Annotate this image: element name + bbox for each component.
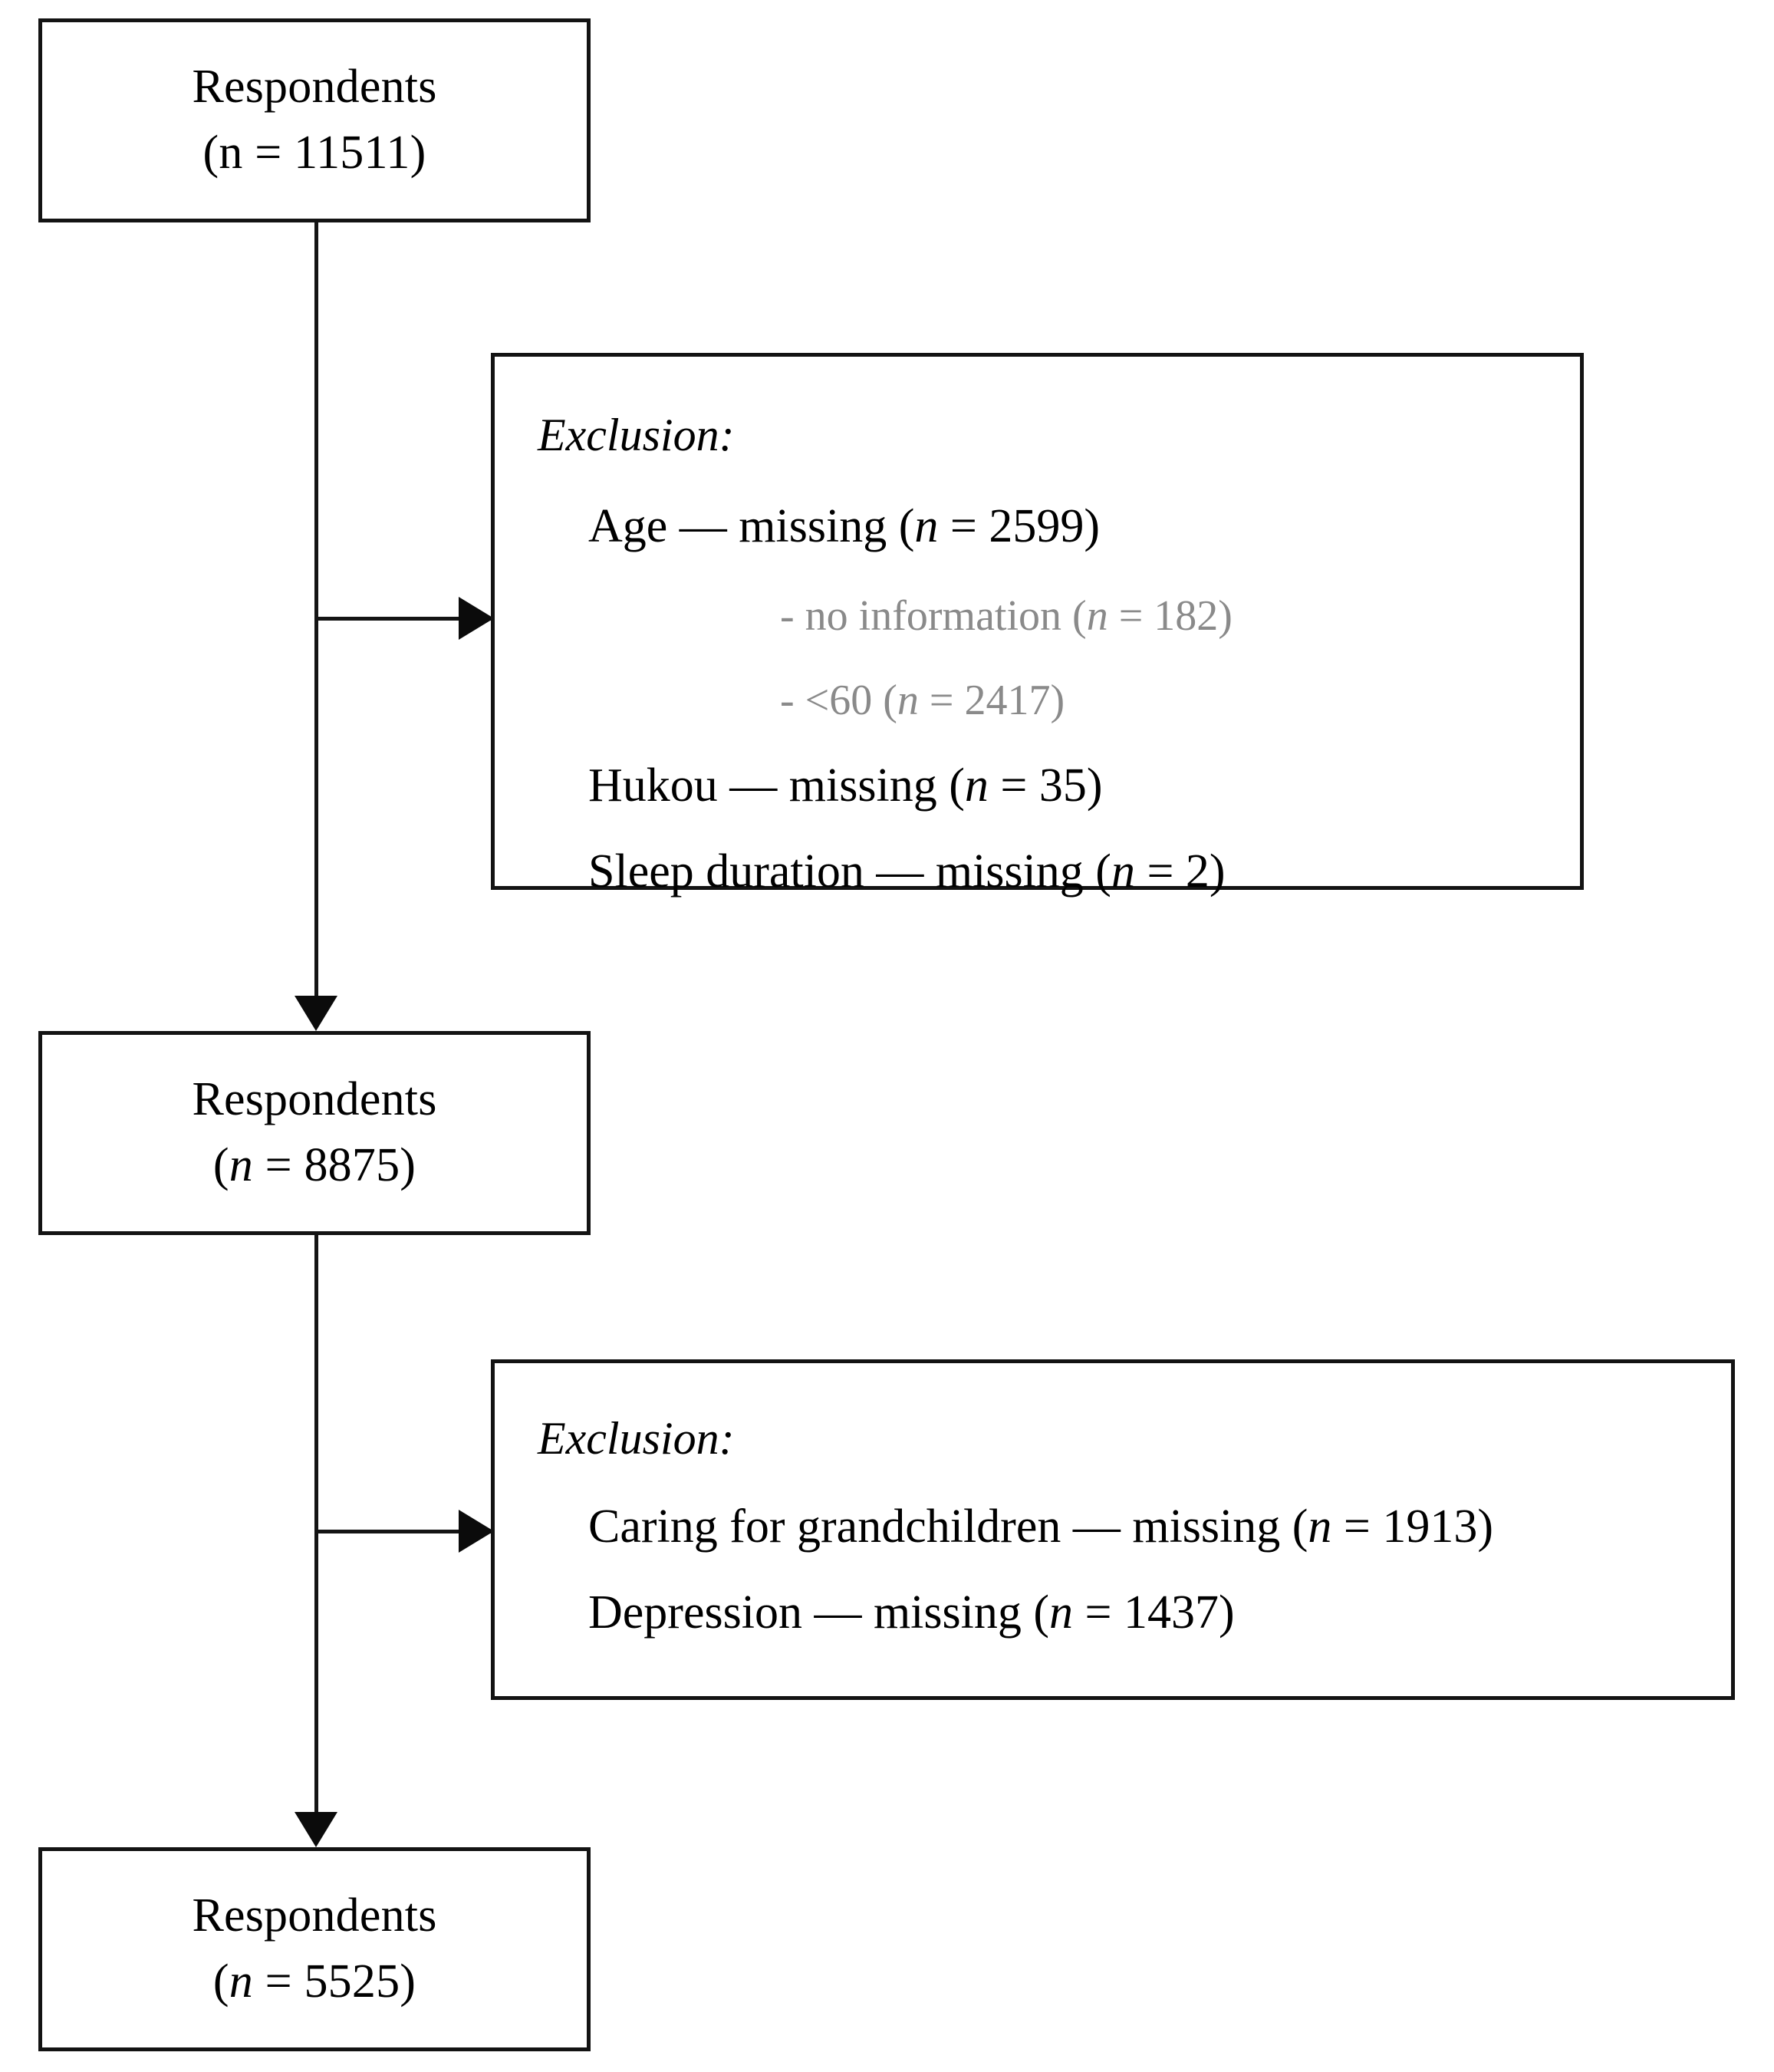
italic-n: n (897, 677, 919, 724)
arrowhead-down-node3 (295, 1812, 337, 1847)
item-text: Depression — missing ( (588, 1586, 1050, 1639)
item-count: = 1913) (1331, 1500, 1494, 1553)
exclusion-1-item-0-sub-1: - <60 (n = 2417) (780, 679, 1065, 722)
count-prefix: ( (212, 1139, 229, 1191)
exclusion-1-item-2: Sleep duration — missing (n = 2) (588, 848, 1226, 895)
node-respondents-3-label: Respondents (192, 1889, 437, 1942)
arrowhead-right-exclusion-1 (459, 597, 494, 640)
exclusion-2-title: Exclusion: (538, 1413, 735, 1464)
italic-n: n (229, 1139, 253, 1191)
italic-n: n (1049, 1586, 1074, 1639)
exclusion-box-1: Exclusion: Age — missing (n = 2599) - no… (491, 353, 1584, 895)
subitem-text: - <60 ( (780, 677, 897, 724)
item-count: = 35) (988, 759, 1103, 812)
item-text: Age — missing ( (588, 500, 915, 552)
node-respondents-3-count: (n = 5525) (212, 1955, 416, 2008)
node-respondents-2-count: (n = 8875) (212, 1139, 416, 1191)
exclusion-1-title: Exclusion: (538, 410, 735, 460)
italic-n: n (914, 500, 939, 552)
item-count: = 2) (1134, 845, 1226, 898)
arrowhead-right-exclusion-2 (459, 1510, 494, 1553)
connector-node1-to-node2 (314, 222, 318, 999)
connector-to-exclusion-2 (316, 1530, 492, 1533)
count-prefix: (n = (202, 127, 295, 179)
item-text: Sleep duration — missing ( (588, 845, 1111, 898)
item-count: = 1437) (1073, 1586, 1235, 1639)
exclusion-1-item-0: Age — missing (n = 2599) (588, 502, 1100, 550)
exclusion-2-item-1: Depression — missing (n = 1437) (588, 1589, 1235, 1636)
subitem-text: - no information ( (780, 592, 1087, 640)
exclusion-2-item-0: Caring for grandchildren — missing (n = … (588, 1503, 1493, 1550)
count-value: 8875 (304, 1139, 400, 1191)
subitem-count: = 182) (1108, 592, 1233, 640)
count-value: 5525 (304, 1955, 400, 2008)
exclusion-1-item-0-sub-0: - no information (n = 182) (780, 595, 1233, 637)
item-text: Caring for grandchildren — missing ( (588, 1500, 1308, 1553)
italic-n: n (964, 759, 989, 812)
count-suffix: ) (410, 127, 426, 179)
italic-n: n (1308, 1500, 1332, 1553)
item-text: Hukou — missing ( (588, 759, 965, 812)
node-respondents-3: Respondents (n = 5525) (38, 1847, 591, 2051)
count-suffix: ) (400, 1955, 416, 2008)
italic-n: n (1086, 592, 1108, 640)
node-respondents-1-label: Respondents (192, 61, 437, 114)
italic-n: n (229, 1955, 253, 2008)
count-suffix: ) (400, 1139, 416, 1191)
node-respondents-1: Respondents (n = 11511) (38, 18, 591, 222)
arrowhead-down-node2 (295, 996, 337, 1031)
node-respondents-2: Respondents (n = 8875) (38, 1031, 591, 1235)
item-count: = 2599) (938, 500, 1100, 552)
subitem-count: = 2417) (918, 677, 1065, 724)
italic-n: n (1111, 845, 1135, 898)
count-value: 11511 (294, 127, 410, 179)
connector-node2-to-node3 (314, 1235, 318, 1841)
node-respondents-1-count: (n = 11511) (203, 120, 426, 186)
connector-to-exclusion-1 (316, 617, 492, 621)
exclusion-1-item-1: Hukou — missing (n = 35) (588, 762, 1102, 809)
count-prefix: ( (212, 1955, 229, 2008)
exclusion-box-2: Exclusion: Caring for grandchildren — mi… (491, 1359, 1735, 1700)
node-respondents-2-label: Respondents (192, 1073, 437, 1126)
